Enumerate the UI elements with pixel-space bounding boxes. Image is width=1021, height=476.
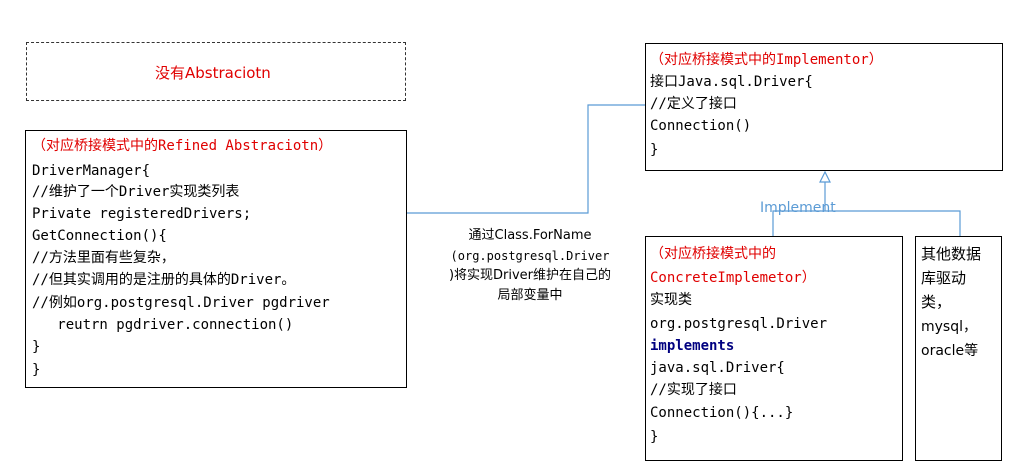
other-drivers-line: mysql， [921, 319, 977, 335]
code-line: Private registeredDrivers; [32, 206, 252, 222]
other-drivers-line: oracle等 [921, 343, 979, 359]
implementor-box: （对应桥接模式中的Implementor） 接口Java.sql.Driver{… [645, 43, 1003, 171]
implement-arrowhead [819, 170, 831, 183]
concrete-title-line2: ConcreteImplemetor） [650, 270, 816, 286]
forname-note: 通过Class.ForName (org.postgresql.Driver )… [430, 226, 630, 306]
code-line: } [32, 362, 41, 378]
refined-abstraction-title: （对应桥接模式中的Refined Abstraciotn） [32, 138, 333, 154]
no-abstraction-box: 没有Abstraciotn [26, 42, 406, 101]
code-line: 接口Java.sql.Driver{ [650, 74, 813, 90]
implement-line [772, 210, 961, 236]
code-line: } [32, 339, 41, 355]
association-line [300, 104, 645, 214]
code-line: org.postgresql.Driver [650, 316, 828, 332]
code-line: reutrn pgdriver.connection() [32, 317, 294, 333]
concrete-title-line1: （对应桥接模式中的 [650, 246, 776, 262]
code-line: java.sql.Driver{ [650, 360, 785, 376]
code-line: DriverManager{ [32, 163, 151, 179]
note-line: (org.postgresql.Driver [450, 249, 610, 263]
note-line: )将实现Driver维护在自己的 [448, 268, 612, 283]
note-line: 局部变量中 [497, 288, 563, 303]
implements-keyword: implements [650, 338, 735, 354]
code-line: GetConnection(){ [32, 228, 167, 244]
code-line: //实现了接口 [650, 382, 737, 398]
refined-abstraction-box: （对应桥接模式中的Refined Abstraciotn） DriverMana… [25, 130, 407, 388]
code-line: } [650, 429, 659, 445]
code-line: //但其实调用的是注册的具体的Driver。 [32, 272, 296, 288]
note-line: 通过Class.ForName [468, 228, 592, 243]
code-line: //维护了一个Driver实现类列表 [32, 184, 240, 200]
other-drivers-line: 其他数据 [921, 245, 982, 263]
code-line: //定义了接口 [650, 96, 737, 112]
other-drivers-line: 库驱动 [921, 269, 967, 287]
code-line: } [650, 142, 659, 158]
other-drivers-box: 其他数据 库驱动 类， mysql， oracle等 [915, 236, 1002, 461]
code-line: Connection(){...} [650, 405, 794, 421]
code-line: //方法里面有些复杂， [32, 250, 175, 266]
code-line: //例如org.postgresql.Driver pgdriver [32, 295, 330, 311]
implementor-title: （对应桥接模式中的Implementor） [650, 52, 883, 68]
code-line: 实现类 [650, 292, 692, 308]
concrete-implementor-box: （对应桥接模式中的 ConcreteImplemetor） 实现类 org.po… [645, 236, 903, 461]
implement-edge-label: Implement [760, 200, 836, 216]
other-drivers-line: 类， [921, 293, 952, 311]
code-line: Connection() [650, 118, 752, 134]
no-abstraction-label: 没有Abstraciotn [155, 64, 271, 82]
